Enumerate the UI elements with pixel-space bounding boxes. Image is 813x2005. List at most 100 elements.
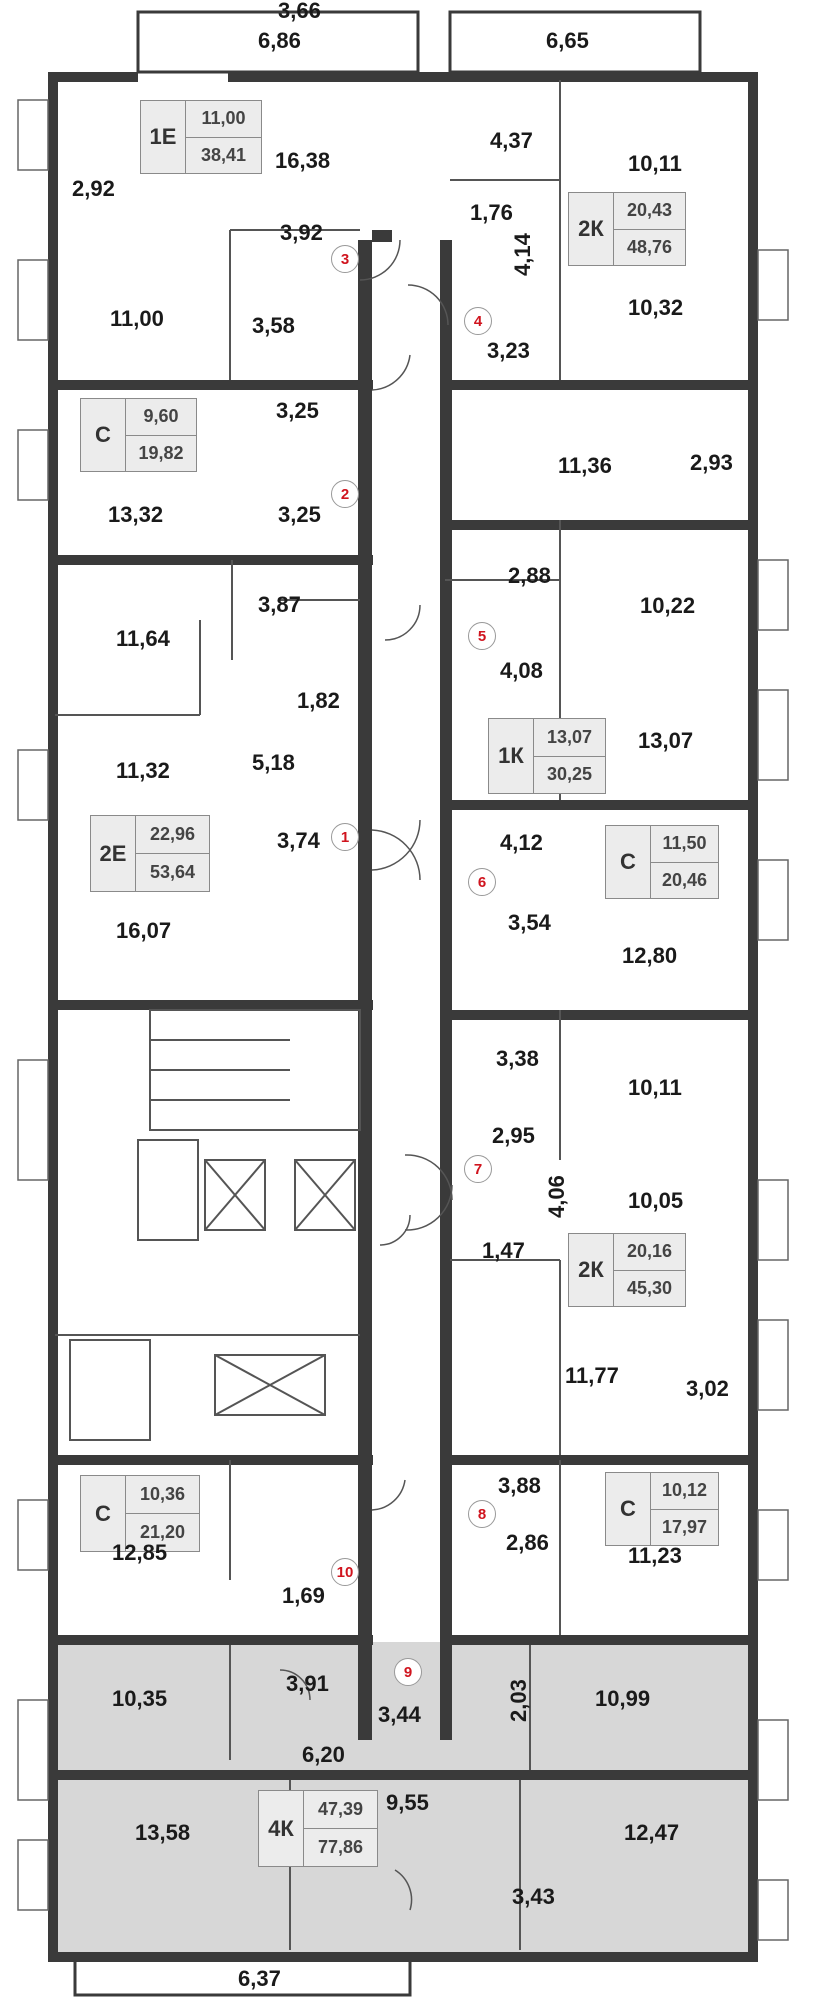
unit-number-10: 10 <box>331 1558 359 1586</box>
living-area: 20,43 <box>626 200 673 221</box>
area-label: 3,25 <box>276 398 319 423</box>
total-area: 77,86 <box>304 1828 377 1866</box>
unit-type: С <box>81 1476 126 1551</box>
area-label: 12,80 <box>622 943 678 968</box>
unit-badge-3: 1Е 11,00 38,41 <box>140 100 262 174</box>
area-label: 16,07 <box>116 918 172 943</box>
area-label: 3,74 <box>277 828 320 853</box>
unit-badge-7: 2К 20,16 45,30 <box>568 1233 686 1307</box>
area-label: 2,86 <box>506 1530 549 1555</box>
unit-number-7: 7 <box>464 1155 492 1183</box>
area-label: 13,32 <box>108 502 164 527</box>
area-label: 10,11 <box>628 151 682 176</box>
living-area: 11,50 <box>662 833 707 854</box>
area-label: 16,38 <box>275 148 331 173</box>
area-label: 10,05 <box>628 1188 684 1213</box>
total-area: 20,46 <box>651 861 718 899</box>
unit-type: 1Е <box>141 101 186 173</box>
unit-number-2: 2 <box>331 480 359 508</box>
area-label: 9,55 <box>386 1790 429 1815</box>
lift-3 <box>214 1354 326 1416</box>
area-label: 2,03 <box>506 1679 531 1722</box>
area-label: 2,95 <box>492 1123 535 1148</box>
area-label: 4,37 <box>490 128 533 153</box>
unit-number-9: 9 <box>394 1658 422 1686</box>
area-label: 3,44 <box>378 1702 421 1727</box>
area-label: 3,88 <box>498 1473 541 1498</box>
area-label: 3,58 <box>252 313 295 338</box>
unit-number-8: 8 <box>468 1500 496 1528</box>
unit-type: 4К <box>259 1791 304 1866</box>
total-area: 48,76 <box>614 228 685 266</box>
living-area: 20,16 <box>626 1241 673 1262</box>
area-label: 3,25 <box>278 502 321 527</box>
unit-number-6: 6 <box>468 868 496 896</box>
area-label: 12,47 <box>624 1820 680 1845</box>
lift-2 <box>294 1159 356 1231</box>
unit-badge-4: 2К 20,43 48,76 <box>568 192 686 266</box>
unit-type: С <box>606 826 651 898</box>
door-swings <box>279 239 453 1911</box>
unit-number-1: 1 <box>331 823 359 851</box>
area-label: 3,38 <box>496 1046 539 1071</box>
area-label: 10,22 <box>640 593 696 618</box>
unit-number-4: 4 <box>464 307 492 335</box>
area-label: 11,36 <box>558 453 612 478</box>
unit-number-3: 3 <box>331 245 359 273</box>
stair-lift-core <box>55 1009 361 1441</box>
unit-type: 2К <box>569 1234 614 1306</box>
area-label: 6,86 <box>258 28 301 53</box>
area-label: 10,32 <box>628 295 684 320</box>
area-label: 2,93 <box>690 450 733 475</box>
area-label: 11,23 <box>628 1543 682 1568</box>
area-label: 4,08 <box>500 658 543 683</box>
area-label: 1,47 <box>482 1238 525 1263</box>
unit-type: С <box>606 1473 651 1545</box>
area-label: 12,85 <box>112 1540 168 1565</box>
living-area: 11,00 <box>201 108 246 129</box>
outer-walls <box>48 72 758 1962</box>
living-area: 47,39 <box>317 1799 364 1819</box>
unit-type: 2К <box>569 193 614 265</box>
unit-badge-6: С 11,50 20,46 <box>605 825 719 899</box>
windows <box>17 99 789 1941</box>
living-area: 10,12 <box>661 1480 708 1501</box>
total-area: 30,25 <box>534 755 605 794</box>
unit-type: С <box>81 399 126 471</box>
area-label: 11,32 <box>116 758 170 783</box>
area-label: 1,69 <box>282 1583 325 1608</box>
living-area: 9,60 <box>143 406 179 427</box>
area-label: 11,00 <box>110 306 164 331</box>
area-label: 4,12 <box>500 830 543 855</box>
area-label: 6,20 <box>302 1742 345 1767</box>
area-label: 3,91 <box>286 1671 329 1696</box>
living-area: 22,96 <box>149 824 196 844</box>
area-label: 3,92 <box>280 220 323 245</box>
unit-badge-9: 4К 47,39 77,86 <box>258 1790 378 1867</box>
area-label: 3,02 <box>686 1376 729 1401</box>
living-area: 10,36 <box>139 1484 186 1504</box>
area-label: 2,92 <box>72 176 115 201</box>
total-area: 38,41 <box>186 136 261 174</box>
area-label: 10,99 <box>595 1686 651 1711</box>
unit-type: 1К <box>489 719 534 793</box>
lift-1 <box>204 1159 266 1231</box>
unit-type: 2Е <box>91 816 136 891</box>
area-label: 4,14 <box>510 233 535 276</box>
area-label: 13,07 <box>638 728 694 753</box>
area-label: 3,87 <box>258 592 301 617</box>
area-label: 6,65 <box>546 28 589 53</box>
area-label: 3,66 <box>278 0 321 23</box>
total-area: 45,30 <box>614 1269 685 1307</box>
area-label: 13,58 <box>135 1820 191 1845</box>
balconies <box>73 10 702 1997</box>
area-label: 3,43 <box>512 1884 555 1909</box>
area-label: 10,11 <box>628 1075 682 1100</box>
